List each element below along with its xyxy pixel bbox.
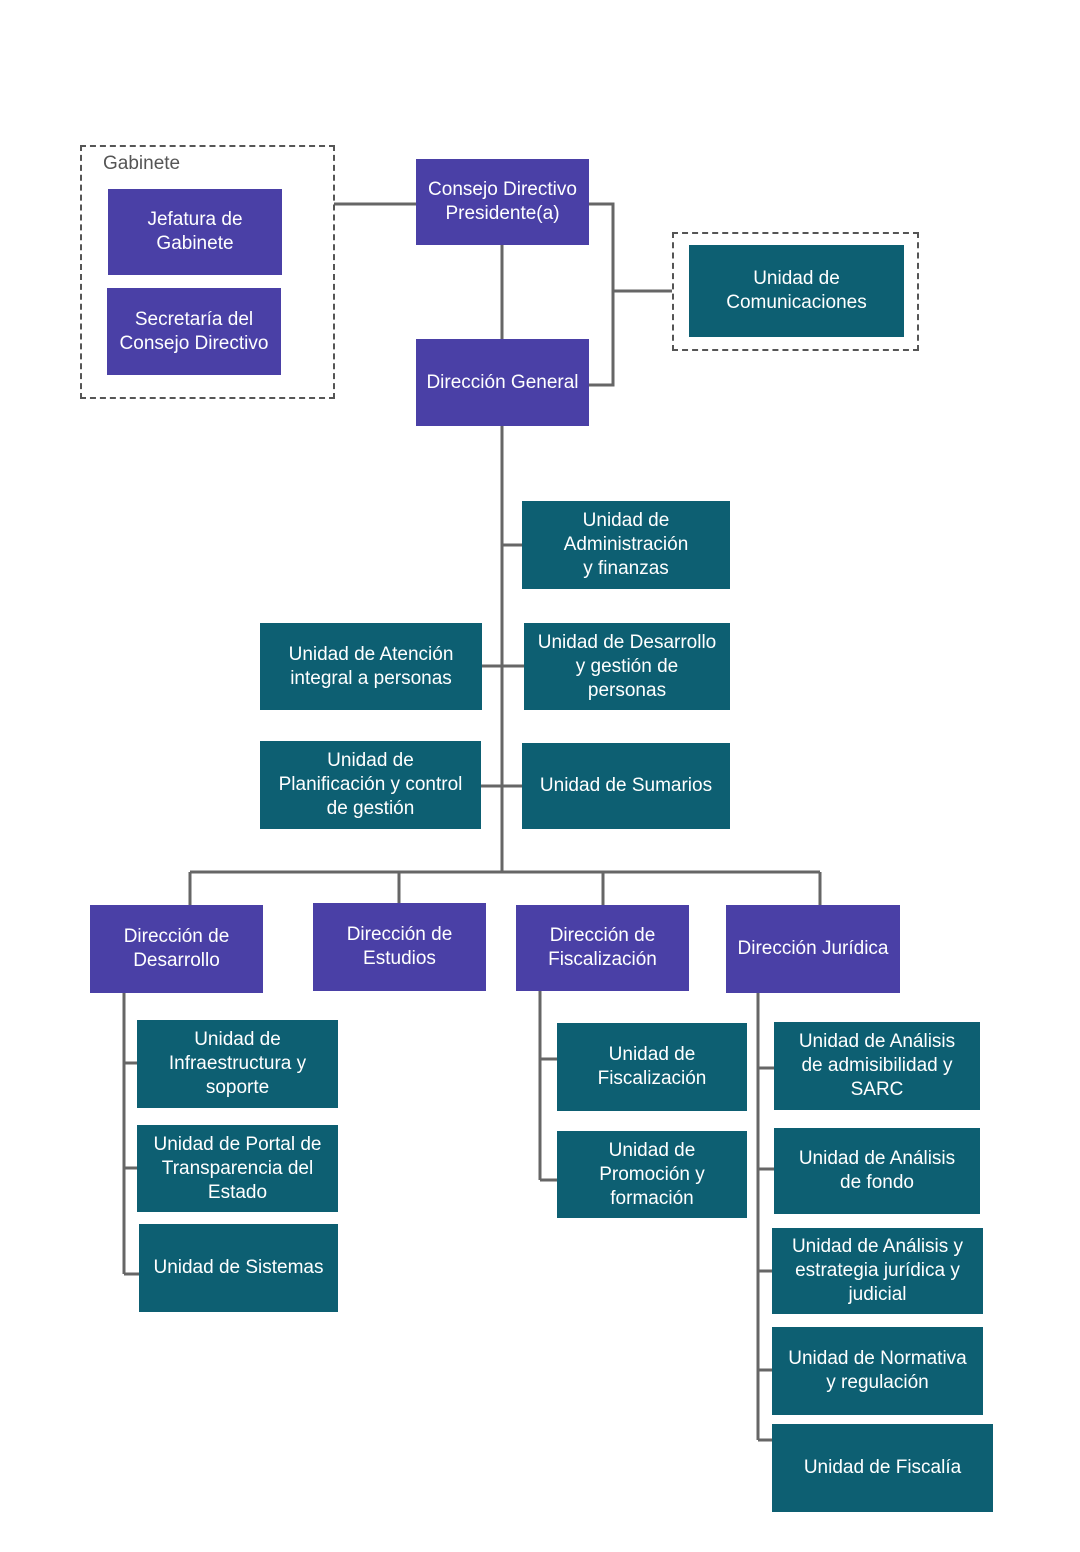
direccion-juridica-box[interactable]: Dirección Jurídica (726, 905, 900, 993)
analisis-fondo-box[interactable]: Unidad de Análisis de fondo (774, 1128, 980, 1214)
direccion-general-box[interactable]: Dirección General (416, 339, 589, 426)
normativa-regulacion-box[interactable]: Unidad de Normativa y regulación (772, 1327, 983, 1415)
promocion-formacion-box[interactable]: Unidad de Promoción y formación (557, 1131, 747, 1218)
atencion-personas-box[interactable]: Unidad de Atención integral a personas (260, 623, 482, 710)
planificacion-control-box[interactable]: Unidad de Planificación y control de ges… (260, 741, 481, 829)
direccion-fiscalizacion-box[interactable]: Dirección de Fiscalización (516, 905, 689, 991)
gabinete-group-label: Gabinete (103, 153, 181, 174)
estrategia-juridica-box[interactable]: Unidad de Análisis y estrategia jurídica… (772, 1228, 983, 1314)
jefatura-gabinete-box[interactable]: Jefatura de Gabinete (108, 189, 282, 275)
portal-transparencia-box[interactable]: Unidad de Portal de Transparencia del Es… (137, 1125, 338, 1212)
fiscalizacion-unit-box[interactable]: Unidad de Fiscalización (557, 1023, 747, 1111)
desarrollo-personas-box[interactable]: Unidad de Desarrollo y gestión de person… (524, 623, 730, 710)
fiscalia-box[interactable]: Unidad de Fiscalía (772, 1424, 993, 1512)
secretaria-consejo-box[interactable]: Secretaría del Consejo Directivo (107, 288, 281, 375)
infraestructura-soporte-box[interactable]: Unidad de Infraestructura y soporte (137, 1020, 338, 1108)
comunicaciones-group (672, 232, 919, 351)
sumarios-box[interactable]: Unidad de Sumarios (522, 743, 730, 829)
connector-comunicaciones (588, 202, 615, 387)
administracion-finanzas-box[interactable]: Unidad de Administración y finanzas (522, 501, 730, 589)
direccion-estudios-box[interactable]: Dirección de Estudios (313, 903, 486, 991)
comunicaciones-box[interactable]: Unidad de Comunicaciones (689, 245, 904, 337)
admisibilidad-sarc-box[interactable]: Unidad de Análisis de admisibilidad y SA… (774, 1022, 980, 1110)
gabinete-group: Gabinete (80, 145, 335, 399)
consejo-directivo-box[interactable]: Consejo Directivo Presidente(a) (416, 159, 589, 245)
direccion-desarrollo-box[interactable]: Dirección de Desarrollo (90, 905, 263, 993)
sistemas-box[interactable]: Unidad de Sistemas (139, 1224, 338, 1312)
